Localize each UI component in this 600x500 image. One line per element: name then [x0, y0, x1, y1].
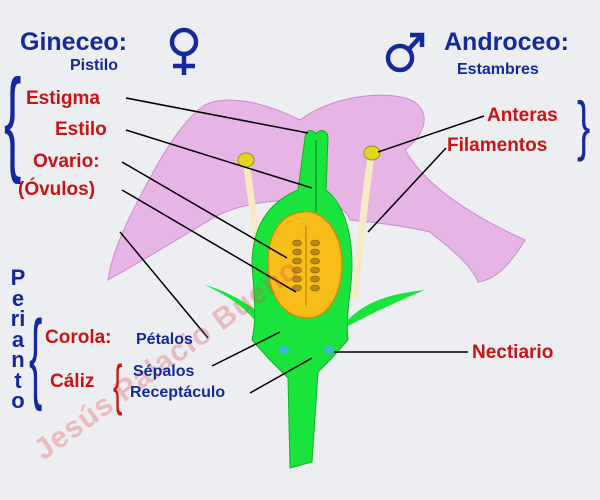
stigma-label: Estigma [26, 88, 100, 109]
ovary [267, 210, 343, 319]
style-label: Estilo [55, 119, 107, 140]
leader-lines [119, 97, 485, 394]
perianth-brace: { [29, 300, 43, 412]
filaments-label: Filamentos [447, 135, 548, 156]
perianth-title: Perianto [10, 265, 26, 413]
androecium-symbol: ♂ [0, 0, 1, 1]
ovary-label: Ovario: [33, 151, 100, 172]
calyx-brace: { [113, 353, 123, 416]
nectary-right [324, 346, 334, 354]
receptacle-label: Receptáculo [130, 384, 226, 401]
nectary-left [279, 346, 289, 354]
gynoecium-title: Gineceo: [20, 28, 127, 56]
female-symbol-icon [169, 27, 199, 75]
calyx-label: Cáliz [50, 371, 95, 392]
androecium-subtitle: Estambres [457, 61, 539, 78]
androecium-title: Androceo: [444, 28, 569, 56]
anther-right [363, 145, 381, 161]
sepals-label: Sépalos [133, 363, 195, 380]
sepal-left [205, 285, 270, 330]
anthers-label: Anteras [487, 105, 558, 126]
corolla-label: Corola: [45, 327, 112, 348]
petals-label: Pétalos [136, 331, 193, 348]
ovules [292, 239, 320, 292]
stamen-brace: } [577, 88, 591, 162]
pistil-brace: { [4, 55, 22, 185]
gynoecium-subtitle: Pistilo [70, 57, 119, 74]
sepal-right [338, 290, 425, 330]
male-symbol-icon [385, 32, 425, 73]
filament-right [351, 156, 375, 301]
ovules-label: (Óvulos) [18, 179, 96, 200]
nectary-label: Nectiario [472, 342, 554, 363]
